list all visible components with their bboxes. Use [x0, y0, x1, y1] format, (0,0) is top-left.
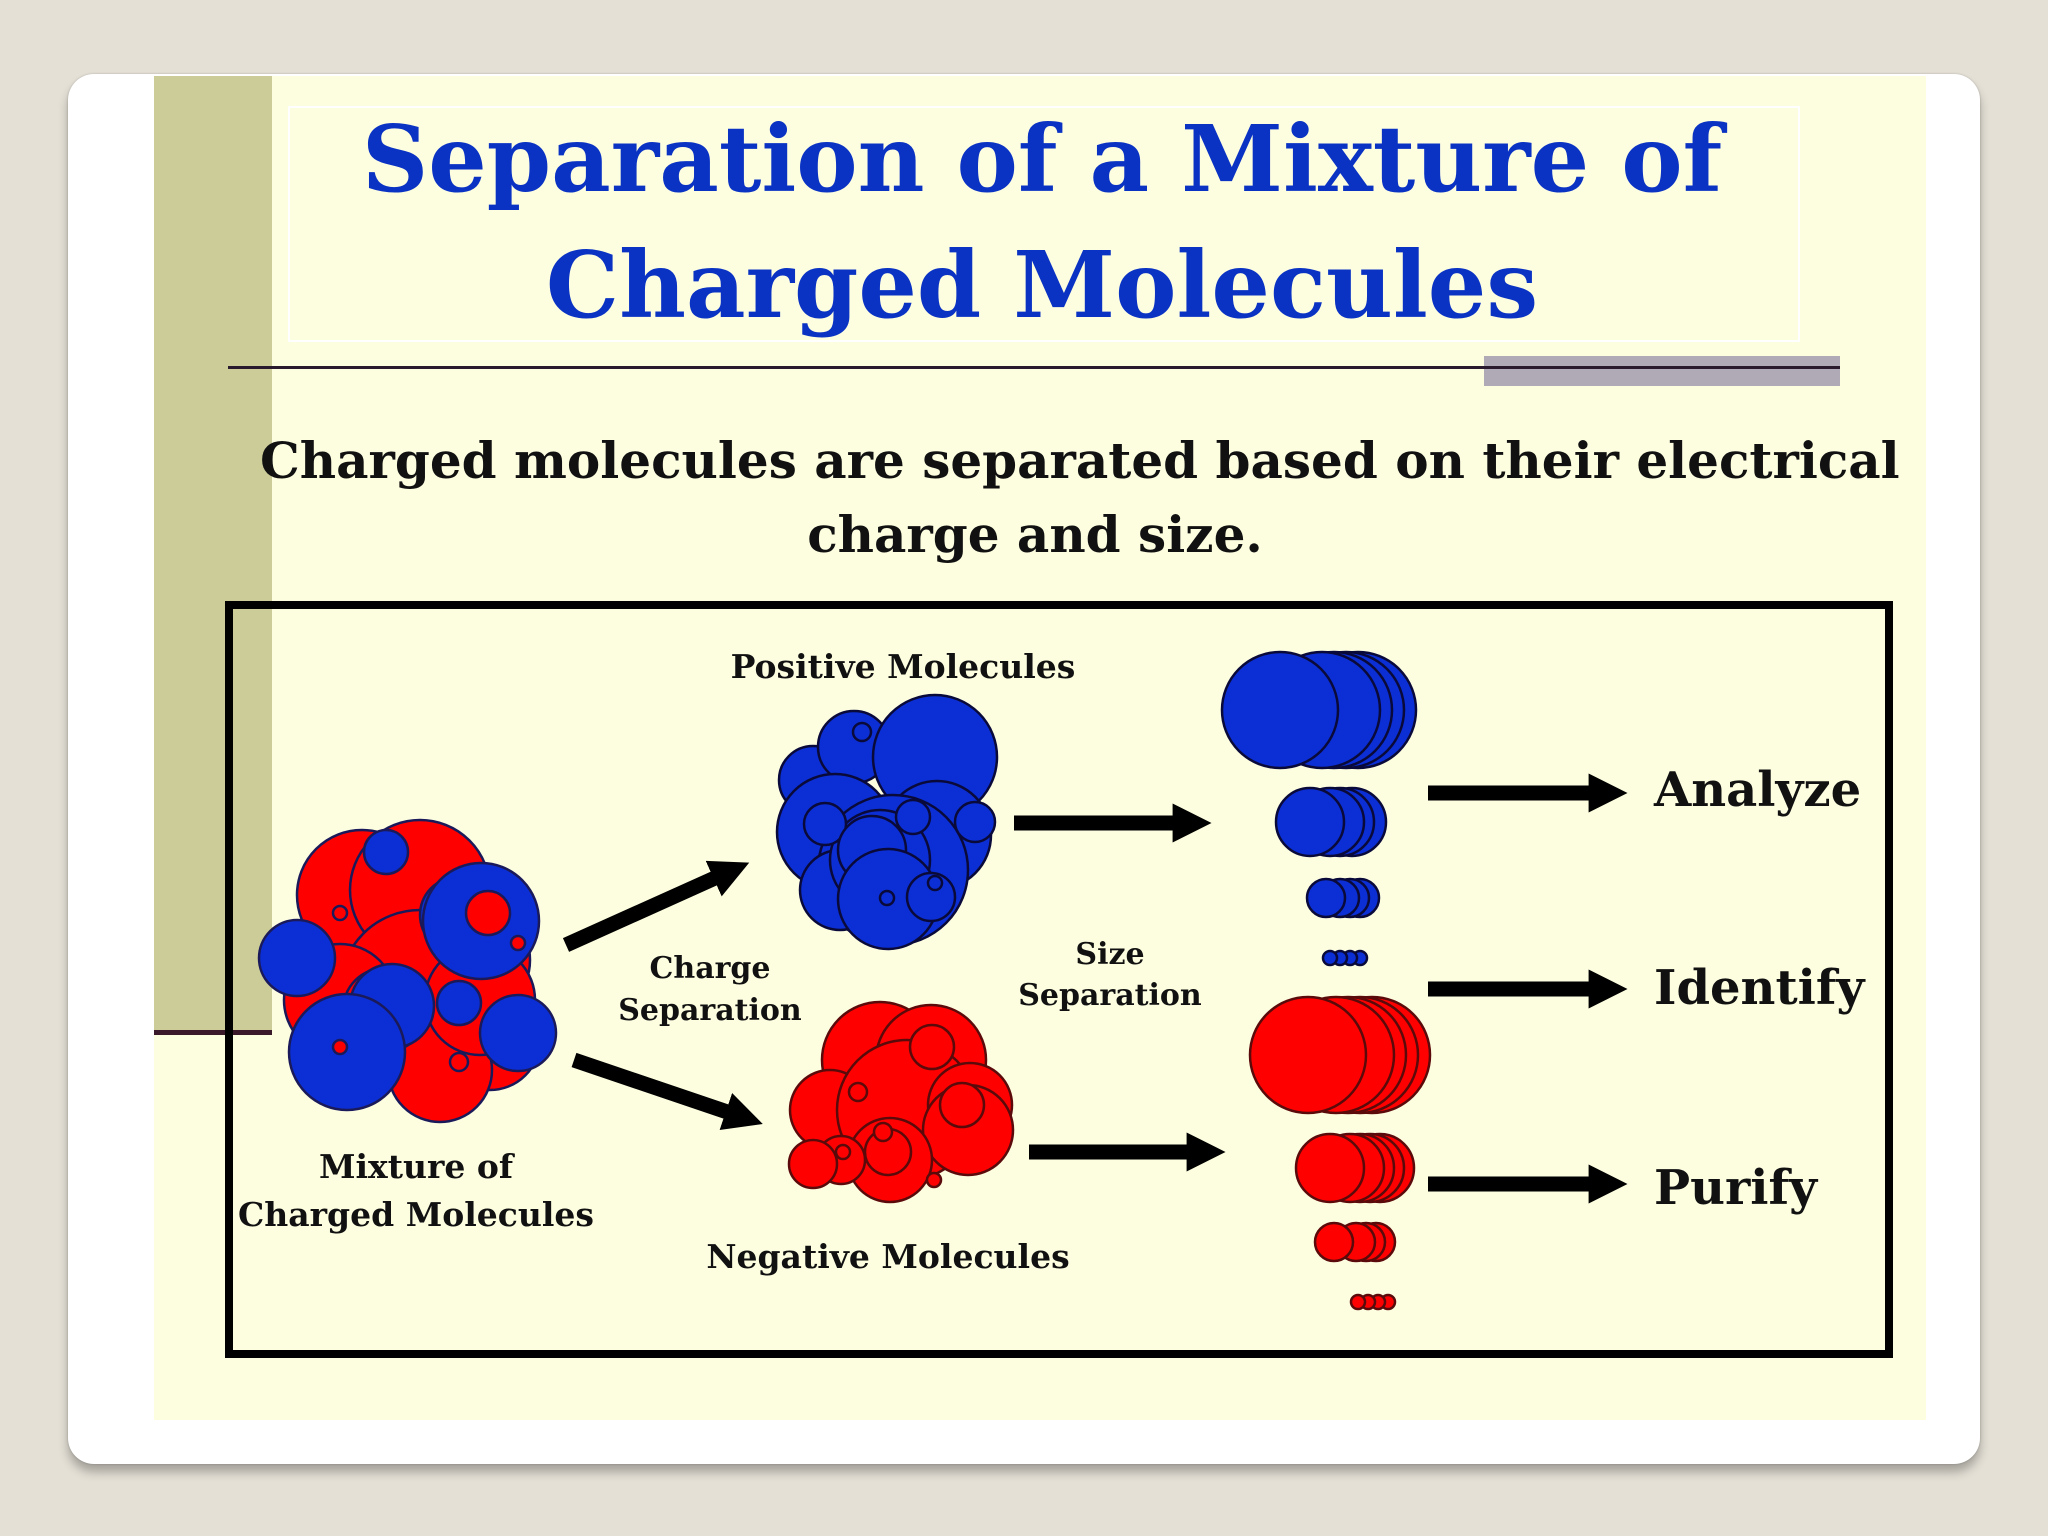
size-separation-label-2: Separation [1018, 978, 1202, 1013]
slide-subtitle: Charged molecules are separated based on… [260, 424, 1900, 572]
mixture-label-line-2: Charged Molecules [238, 1195, 594, 1234]
negative-size-fractions [1248, 995, 1432, 1311]
mixture-label-line-1: Mixture of [319, 1147, 515, 1186]
positive-size-fractions [1220, 650, 1418, 967]
positive-molecules-cluster [775, 693, 999, 951]
positive-molecules-label: Positive Molecules [731, 647, 1076, 686]
title-line-2: Charged Molecules [545, 231, 1539, 339]
title-frame [288, 106, 1800, 342]
subtitle-line-2: charge and size. [807, 505, 1263, 564]
title-rule [228, 366, 1838, 369]
flow-arrows [562, 773, 1628, 1204]
outcome-identify: Identify [1654, 960, 1867, 1016]
outcome-analyze: Analyze [1653, 762, 1861, 818]
arrow-to-positive [562, 860, 750, 952]
negative-molecules-label: Negative Molecules [706, 1237, 1069, 1276]
slide-sidebar-accent [154, 76, 272, 1032]
charge-separation-label-2: Separation [618, 993, 802, 1028]
slide-title: Separation of a Mixture of Charged Molec… [288, 105, 1796, 339]
title-rule-accent-line [1484, 366, 1840, 369]
title-rule-accent-bar [1484, 356, 1840, 386]
outcome-purify: Purify [1654, 1160, 1819, 1216]
subtitle-line-1: Charged molecules are separated based on… [260, 431, 1900, 490]
title-line-1: Separation of a Mixture of [361, 105, 1723, 213]
mixture-cluster [257, 818, 558, 1124]
charge-separation-label-1: Charge [650, 951, 771, 986]
slide-background [154, 76, 1926, 1420]
negative-molecules-cluster [787, 1000, 1015, 1204]
arrow-to-negative [571, 1052, 763, 1130]
diagram-frame [225, 601, 1893, 1358]
size-separation-label-1: Size [1075, 937, 1144, 972]
sidebar-divider-line [154, 1030, 272, 1035]
